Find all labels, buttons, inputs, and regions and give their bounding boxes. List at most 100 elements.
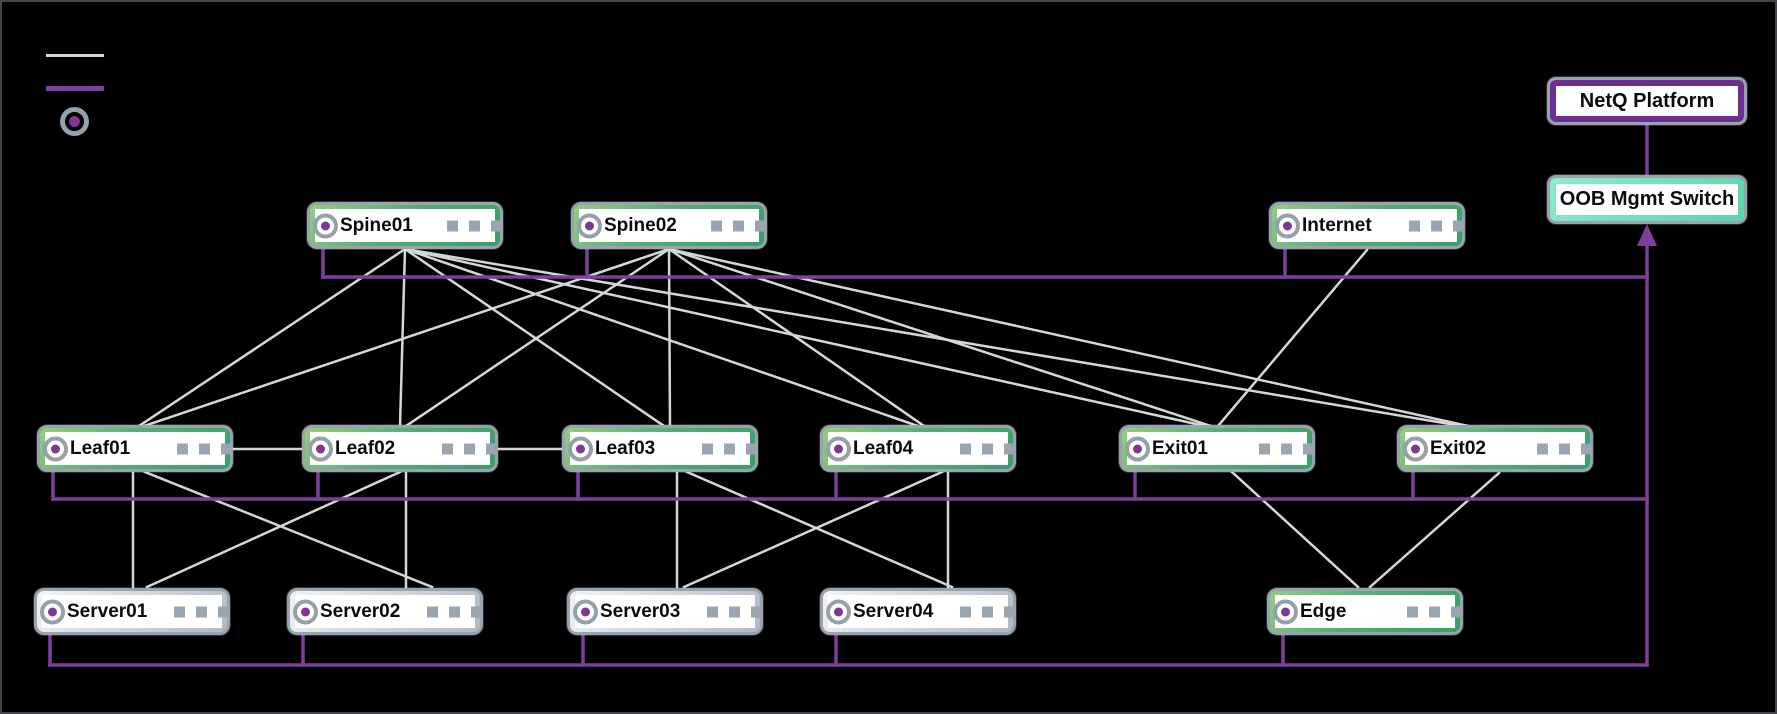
node-leaf01[interactable]: Leaf01: [37, 425, 233, 472]
port-square-icon: [442, 443, 453, 454]
data-link-exit02-edge: [1368, 471, 1501, 589]
status-dot-icon: [576, 444, 585, 453]
node-face: Server03: [575, 595, 762, 628]
port-square-icon: [486, 443, 497, 454]
port-square-icon: [702, 443, 713, 454]
node-server03[interactable]: Server03: [567, 588, 763, 635]
node-oob[interactable]: OOB Mgmt Switch: [1547, 175, 1747, 224]
status-circle-icon: [43, 436, 68, 461]
status-circle-icon: [40, 599, 65, 624]
node-edge[interactable]: Edge: [1267, 588, 1463, 635]
node-label: Internet: [1302, 214, 1372, 236]
data-link-exit01-edge: [1230, 470, 1360, 589]
port-square-icon: [746, 443, 757, 454]
node-server01[interactable]: Server01: [34, 588, 230, 635]
port-square-icon: [447, 220, 458, 231]
status-dot-icon: [1283, 221, 1292, 230]
port-square-icon: [751, 606, 762, 617]
status-circle-icon: [826, 599, 851, 624]
port-squares: [1407, 606, 1462, 617]
data-link-leaf01-server02: [143, 470, 434, 589]
port-squares: [1409, 220, 1464, 231]
node-spine01[interactable]: Spine01: [307, 202, 503, 249]
node-label: Exit01: [1152, 437, 1208, 459]
node-exit02[interactable]: Exit02: [1397, 425, 1593, 472]
status-circle-icon: [577, 213, 602, 238]
status-circle-icon: [1275, 213, 1300, 238]
port-squares: [447, 220, 502, 231]
port-square-icon: [221, 443, 232, 454]
status-circle-icon: [313, 213, 338, 238]
port-squares: [711, 220, 766, 231]
status-dot-icon: [1411, 444, 1420, 453]
node-face: Leaf04: [828, 432, 1015, 465]
node-face: Internet: [1277, 209, 1464, 242]
port-square-icon: [729, 606, 740, 617]
status-circle-icon: [568, 436, 593, 461]
status-circle-icon: [1273, 599, 1298, 624]
port-square-icon: [218, 606, 229, 617]
status-circle-icon: [1125, 436, 1150, 461]
status-circle-icon: [308, 436, 333, 461]
port-squares: [442, 443, 497, 454]
port-square-icon: [174, 606, 185, 617]
status-circle-icon: [826, 436, 851, 461]
node-internet[interactable]: Internet: [1269, 202, 1465, 249]
node-label: OOB Mgmt Switch: [1559, 188, 1735, 210]
port-square-icon: [755, 220, 766, 231]
node-leaf04[interactable]: Leaf04: [820, 425, 1016, 472]
status-dot-icon: [321, 221, 330, 230]
port-square-icon: [199, 443, 210, 454]
node-label: Spine01: [340, 214, 413, 236]
port-square-icon: [449, 606, 460, 617]
node-label: Leaf03: [595, 437, 656, 459]
port-square-icon: [1259, 443, 1270, 454]
port-square-icon: [491, 220, 502, 231]
port-squares: [1537, 443, 1592, 454]
node-label: Server01: [67, 600, 148, 622]
status-dot-icon: [51, 444, 60, 453]
status-circle-icon: [1403, 436, 1428, 461]
port-square-icon: [177, 443, 188, 454]
port-square-icon: [1303, 443, 1314, 454]
port-square-icon: [1281, 443, 1292, 454]
node-face: Spine02: [579, 209, 766, 242]
node-exit01[interactable]: Exit01: [1119, 425, 1315, 472]
port-square-icon: [1559, 443, 1570, 454]
node-face: Leaf01: [45, 432, 232, 465]
node-label: NetQ Platform: [1579, 89, 1715, 112]
port-square-icon: [1004, 606, 1015, 617]
port-square-icon: [1429, 606, 1440, 617]
node-leaf02[interactable]: Leaf02: [302, 425, 498, 472]
port-square-icon: [196, 606, 207, 617]
node-label: Edge: [1300, 600, 1347, 622]
port-square-icon: [1581, 443, 1592, 454]
port-squares: [707, 606, 762, 617]
port-square-icon: [1451, 606, 1462, 617]
node-face: Server04: [828, 595, 1015, 628]
status-dot-icon: [834, 444, 843, 453]
node-netq[interactable]: NetQ Platform: [1547, 77, 1747, 125]
port-square-icon: [1537, 443, 1548, 454]
port-square-icon: [464, 443, 475, 454]
node-label: Server02: [320, 600, 401, 622]
node-server04[interactable]: Server04: [820, 588, 1016, 635]
node-leaf03[interactable]: Leaf03: [562, 425, 758, 472]
node-spine02[interactable]: Spine02: [571, 202, 767, 249]
data-link-internet-exit01: [1216, 248, 1369, 428]
data-link-leaf02-server01: [145, 470, 402, 589]
node-label: Server03: [600, 600, 681, 622]
node-label: Spine02: [604, 214, 677, 236]
data-link-leaf04-server03: [682, 470, 944, 589]
status-dot-icon: [834, 607, 843, 616]
node-face: Exit01: [1127, 432, 1314, 465]
port-square-icon: [1431, 220, 1442, 231]
status-circle-icon: [573, 599, 598, 624]
node-face: Spine01: [315, 209, 502, 242]
node-label: Leaf01: [70, 437, 131, 459]
node-server02[interactable]: Server02: [287, 588, 483, 635]
port-squares: [427, 606, 482, 617]
port-squares: [174, 606, 229, 617]
